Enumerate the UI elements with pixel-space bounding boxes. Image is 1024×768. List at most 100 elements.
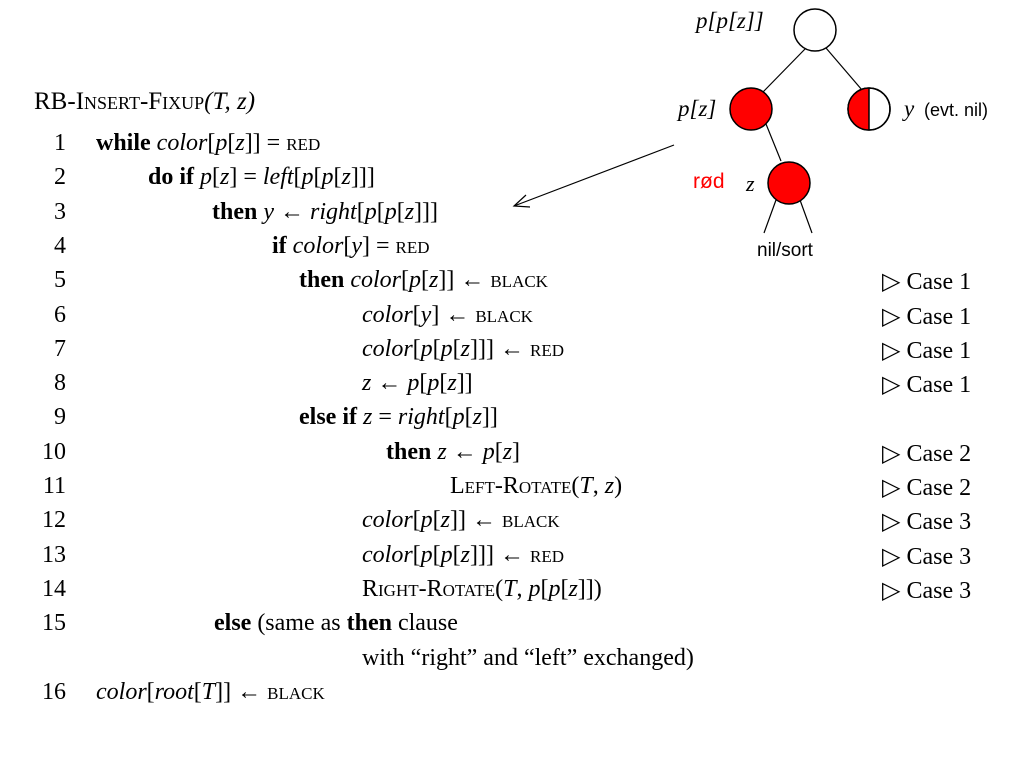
code-token: [	[343, 232, 352, 259]
code-token: Right-Rotate	[362, 575, 496, 602]
code-token: ] =	[362, 232, 396, 259]
node-grandparent	[793, 8, 837, 52]
code-token: ]]] ←	[470, 335, 530, 362]
code-text: color[p[p[z]]] ← red	[362, 542, 564, 569]
uncle-var-label: y	[904, 96, 915, 121]
code-token: )	[614, 473, 623, 499]
code-token: color	[362, 507, 413, 534]
code-token: color	[350, 267, 402, 294]
uncle-note-label: (evt. nil)	[924, 100, 989, 120]
case-comment: ▷ Case 1	[882, 269, 972, 296]
code-token: ]] =	[244, 130, 287, 156]
line-number: 3	[54, 198, 66, 225]
code-token: while	[96, 130, 157, 156]
line-number: 9	[54, 404, 66, 431]
code-token: p	[384, 198, 397, 225]
code-token: ]] ←	[438, 267, 491, 294]
node-z	[767, 161, 811, 205]
code-token: p	[440, 335, 453, 362]
code-token: [	[146, 678, 155, 705]
line-number: 13	[42, 541, 66, 568]
code-token: z	[437, 438, 447, 465]
code-token: z	[447, 370, 457, 397]
code-text: then y ← right[p[p[z]]]	[212, 199, 438, 226]
code-token: ]]] ←	[470, 541, 530, 568]
code-token: color	[362, 301, 413, 328]
code-token: z	[220, 164, 230, 191]
line-number: 8	[54, 370, 66, 397]
code-token: with “right” and “left” exchanged)	[362, 644, 694, 671]
case-comment: ▷ Case 2	[882, 440, 972, 467]
code-token: color	[96, 678, 147, 705]
code-token: p	[321, 164, 334, 191]
node-uncle-outline	[847, 87, 891, 131]
code-token: [	[412, 507, 421, 534]
code-token: color	[292, 232, 344, 259]
code-token: z	[568, 575, 578, 602]
code-token: z	[404, 198, 415, 225]
code-token: else	[214, 610, 252, 637]
code-token: then	[299, 267, 351, 294]
code-token: ] ←	[431, 301, 476, 328]
code-token: (	[495, 575, 504, 602]
code-text: Left-Rotate(T, z)	[450, 473, 622, 500]
code-token: p	[427, 370, 440, 397]
code-token: color	[156, 130, 208, 156]
edge-z-leaf-left	[763, 199, 777, 234]
code-text: then z ← p[z]	[386, 439, 520, 466]
code-token: p	[482, 438, 495, 465]
edge-grandparent-uncle	[825, 47, 863, 91]
code-token: T	[579, 473, 593, 499]
code-text: color[p[z]] ← black	[362, 507, 560, 534]
code-token: ]]]	[414, 198, 439, 225]
code-token: [	[376, 198, 385, 225]
code-token: T	[201, 678, 216, 705]
code-token: [	[401, 267, 410, 294]
node-color-word: rød	[693, 170, 725, 193]
edge-parent-z	[765, 123, 782, 162]
code-token: p	[420, 541, 433, 568]
pointer-arrow	[513, 144, 675, 207]
code-token: z	[604, 473, 615, 499]
line-number: 12	[42, 507, 66, 534]
line-number: 5	[54, 267, 66, 294]
code-token: if	[272, 232, 293, 259]
code-token: z	[502, 438, 513, 465]
code-token: p	[407, 370, 420, 397]
code-token: [	[412, 541, 421, 568]
code-token: [	[452, 541, 461, 568]
code-token: p	[301, 164, 314, 191]
code-token: p	[420, 335, 433, 362]
code-text: Right-Rotate(T, p[p[z]])	[362, 576, 602, 603]
code-token: [	[227, 130, 236, 156]
code-token: ←	[274, 198, 310, 225]
code-token: black	[502, 507, 560, 534]
code-token: [	[439, 370, 448, 397]
code-token: [	[452, 335, 461, 362]
code-token: [	[432, 507, 441, 534]
code-token: color	[362, 335, 413, 362]
code-token: red	[395, 232, 430, 259]
node-z-label: z	[746, 171, 755, 196]
case-comment: ▷ Case 2	[882, 475, 972, 501]
code-token: ] =	[229, 164, 263, 191]
line-number: 1	[54, 130, 66, 156]
code-token: [	[293, 164, 302, 191]
code-token: p	[440, 541, 453, 568]
code-token: right	[397, 404, 445, 431]
code-token: z	[472, 404, 482, 431]
code-token: black	[267, 678, 325, 705]
code-token: p	[420, 507, 433, 534]
code-token: z	[460, 335, 471, 362]
case-comment: ▷ Case 1	[882, 372, 972, 399]
code-token: ←	[371, 370, 408, 397]
line-number: 10	[42, 438, 66, 465]
